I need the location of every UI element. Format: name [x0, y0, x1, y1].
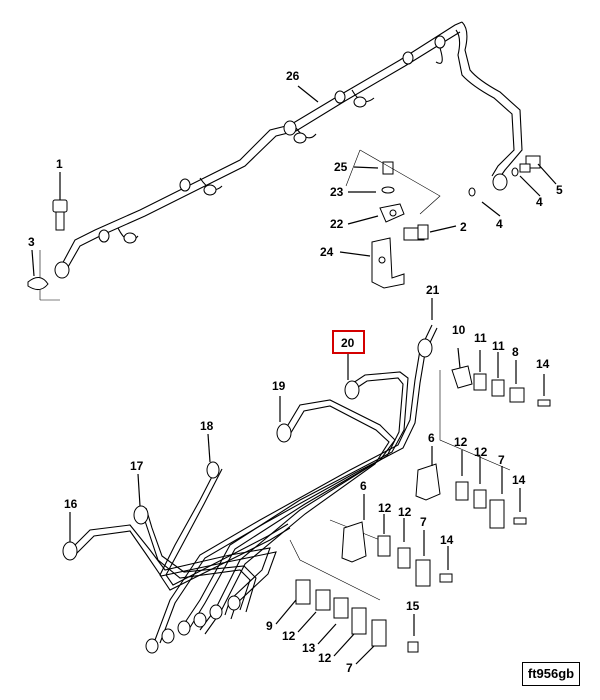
clamp-set-lower — [341, 521, 453, 587]
clamp-set-middle — [415, 463, 527, 529]
callout-12-c: 12 — [378, 501, 392, 515]
callout-8: 8 — [512, 345, 519, 359]
callout-2: 2 — [460, 220, 467, 234]
callout-12-f: 12 — [318, 651, 332, 665]
highlighted-callout: 20 — [332, 330, 365, 354]
callout-23: 23 — [330, 185, 344, 199]
callout-labels: 1 3 26 25 23 22 24 2 4 4 5 21 10 11 11 8… — [28, 69, 563, 675]
callout-12-e: 12 — [282, 629, 296, 643]
callout-11-b: 11 — [492, 339, 505, 353]
callout-7-a: 7 — [498, 453, 505, 467]
callout-10: 10 — [452, 323, 466, 337]
callout-6-lower: 6 — [360, 479, 367, 493]
callout-12-d: 12 — [398, 505, 412, 519]
callout-4-lower: 4 — [496, 217, 503, 231]
callout-11-a: 11 — [474, 331, 487, 345]
callout-14-middle: 14 — [512, 473, 526, 487]
callout-7-b: 7 — [420, 515, 427, 529]
callout-24: 24 — [320, 245, 334, 259]
callout-1: 1 — [56, 157, 63, 171]
callout-22: 22 — [330, 217, 344, 231]
callout-20: 20 — [341, 336, 355, 350]
callout-12-b: 12 — [474, 445, 488, 459]
callout-25: 25 — [334, 160, 348, 174]
callout-21: 21 — [426, 283, 440, 297]
callout-13: 13 — [302, 641, 316, 655]
callout-9: 9 — [266, 619, 273, 633]
return-fitting-parts — [468, 155, 541, 197]
callout-4-upper: 4 — [536, 195, 543, 209]
leader-lines — [31, 85, 557, 665]
figure-code-label: ft956gb — [522, 662, 580, 686]
callout-14-lower: 14 — [440, 533, 454, 547]
callout-18: 18 — [200, 419, 214, 433]
fuel-injection-lines — [62, 324, 511, 654]
highlight-box — [332, 330, 365, 354]
callout-17: 17 — [130, 459, 144, 473]
callout-16: 16 — [64, 497, 78, 511]
banjo-bolt — [52, 199, 68, 231]
callout-7-c: 7 — [346, 661, 353, 675]
callout-6-upper: 6 — [428, 431, 435, 445]
callout-15: 15 — [406, 599, 420, 613]
callout-12-a: 12 — [454, 435, 468, 449]
callout-19: 19 — [272, 379, 286, 393]
clamp-set-upper — [451, 365, 551, 407]
callout-3: 3 — [28, 235, 35, 249]
manifold-bracket-group — [345, 149, 441, 289]
fuel-return-manifold — [39, 21, 523, 301]
callout-5: 5 — [556, 183, 563, 197]
callout-14-upper: 14 — [536, 357, 550, 371]
callout-26: 26 — [286, 69, 300, 83]
return-line-clip — [27, 277, 49, 290]
clamp-set-bottom — [295, 579, 419, 653]
